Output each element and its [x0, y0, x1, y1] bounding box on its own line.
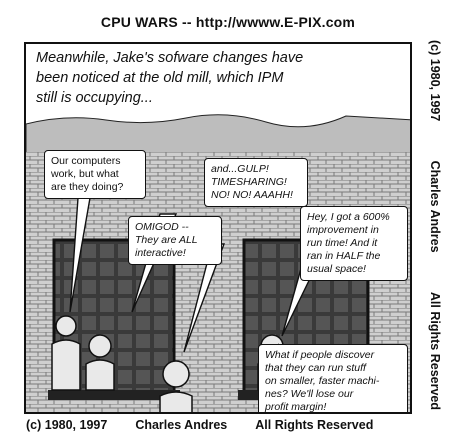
side-copyright: (c) 1980, 1997	[428, 40, 442, 122]
speech-bubble-computers: Our computers work, but what are they do…	[44, 150, 146, 199]
footer-copyright: (c) 1980, 1997	[26, 418, 108, 432]
comic-panel: Meanwhile, Jake's sofware changes have b…	[24, 42, 412, 414]
speech-bubble-profit: What if people discover that they can ru…	[258, 344, 408, 412]
side-author: Charles Andres	[428, 160, 442, 253]
footer-credits: (c) 1980, 1997 Charles Andres All Rights…	[26, 418, 426, 432]
speech-bubble-timesharing: and...GULP! TIMESHARING! NO! NO! AAAHH!	[204, 158, 308, 207]
speech-bubble-omigod: OMIGOD -- They are ALL interactive!	[128, 216, 222, 265]
footer-author: Charles Andres	[135, 418, 228, 432]
footer-rights: All Rights Reserved	[255, 418, 374, 432]
speech-bubble-improvement: Hey, I got a 600% improvement in run tim…	[300, 206, 408, 281]
side-rights: All Rights Reserved	[428, 291, 442, 410]
side-credits: (c) 1980, 1997 Charles Andres All Rights…	[428, 40, 442, 410]
comic-title: CPU WARS -- http://wwww.E-PIX.com	[100, 14, 356, 30]
narration-caption: Meanwhile, Jake's sofware changes have b…	[36, 50, 304, 106]
